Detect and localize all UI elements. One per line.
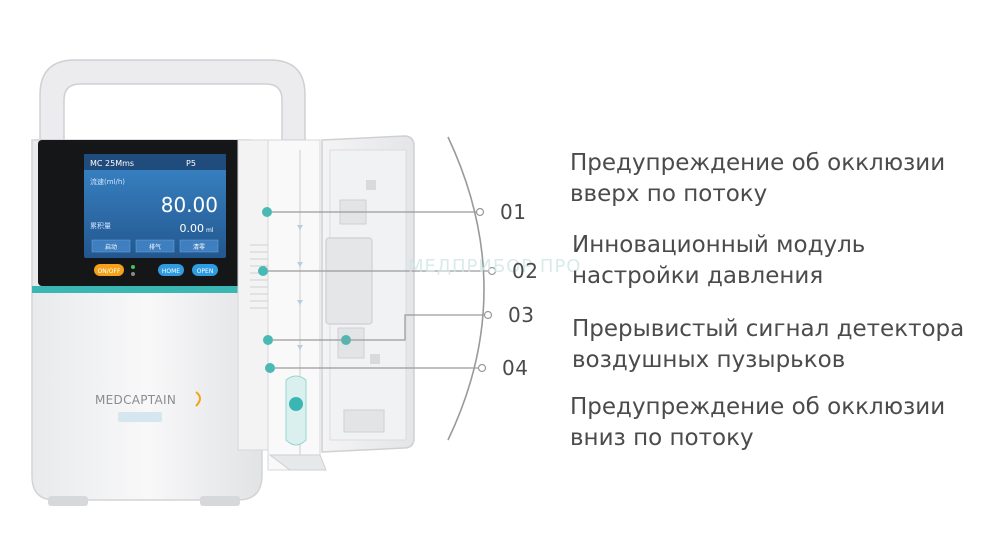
model-badge bbox=[118, 412, 162, 422]
callout-number-02: 02 bbox=[512, 259, 539, 283]
screen-softkey-purge[interactable]: 排气 bbox=[149, 243, 161, 251]
sensor-point bbox=[258, 266, 268, 276]
home-button[interactable] bbox=[158, 264, 184, 276]
callout-leaders bbox=[268, 211, 492, 369]
screen-volume-unit: ml bbox=[206, 227, 214, 234]
screen-status-left: MC 25Mms bbox=[90, 159, 134, 168]
callout-bracket bbox=[447, 136, 485, 441]
sensor-point bbox=[263, 335, 273, 345]
callout-line: воздушных пузырьков bbox=[572, 347, 846, 373]
open-button-label: OPEN bbox=[197, 268, 214, 275]
callout-number-04: 04 bbox=[502, 356, 529, 380]
callout-number-01: 01 bbox=[500, 200, 527, 224]
sensor-point bbox=[265, 363, 275, 373]
screen-rate-value: 80.00 bbox=[161, 193, 218, 217]
callout-line: Предупреждение об окклюзии bbox=[570, 394, 946, 420]
brand-logo: MEDCAPTAIN bbox=[95, 393, 176, 407]
callout-markers bbox=[475, 207, 497, 373]
watermark: МЕДПРИБОР ПРО bbox=[408, 256, 582, 277]
callout-text-03: Прерывистый сигнал детектора воздушных п… bbox=[572, 314, 964, 376]
callout-number-03: 03 bbox=[508, 303, 535, 327]
flow-arrows bbox=[297, 225, 303, 350]
callout-text-02: Инновационный модуль настройки давления bbox=[572, 230, 865, 292]
door-pressure-plate bbox=[325, 237, 373, 325]
screen-rate-label: 流速(ml/h) bbox=[90, 177, 125, 186]
accent-strip bbox=[32, 286, 262, 293]
screen-volume-value: 0.00 bbox=[180, 222, 205, 235]
callout-text-04: Предупреждение об окклюзии вниз по поток… bbox=[570, 392, 945, 454]
pump-handle bbox=[39, 59, 306, 141]
screen-softkey-start[interactable]: 启动 bbox=[105, 243, 117, 251]
callout-line: Инновационный модуль bbox=[572, 232, 866, 258]
bottom-latch bbox=[268, 454, 327, 471]
indicator-led bbox=[131, 272, 135, 276]
home-button-label: HOME bbox=[162, 268, 180, 275]
callout-line: Предупреждение об окклюзии bbox=[570, 150, 946, 176]
onoff-button-label: ON/OFF bbox=[98, 268, 121, 275]
screen-status-right: P5 bbox=[186, 159, 196, 168]
screen-softkey-clear[interactable]: 清零 bbox=[193, 243, 205, 251]
indicator-led bbox=[131, 265, 135, 269]
onoff-button[interactable] bbox=[94, 264, 124, 276]
callout-line: вверх по потоку bbox=[570, 181, 768, 207]
device-screen bbox=[84, 154, 226, 258]
open-button[interactable] bbox=[192, 264, 218, 276]
callout-line: настройки давления bbox=[572, 263, 824, 289]
sensor-point bbox=[262, 207, 272, 217]
screen-volume-label: 累积量 bbox=[90, 221, 111, 230]
callout-text-01: Предупреждение об окклюзии вверх по пото… bbox=[570, 148, 945, 210]
brand-logo-mark bbox=[195, 391, 201, 407]
callout-line: Прерывистый сигнал детектора bbox=[572, 316, 965, 342]
callout-line: вниз по потоку bbox=[570, 425, 754, 451]
